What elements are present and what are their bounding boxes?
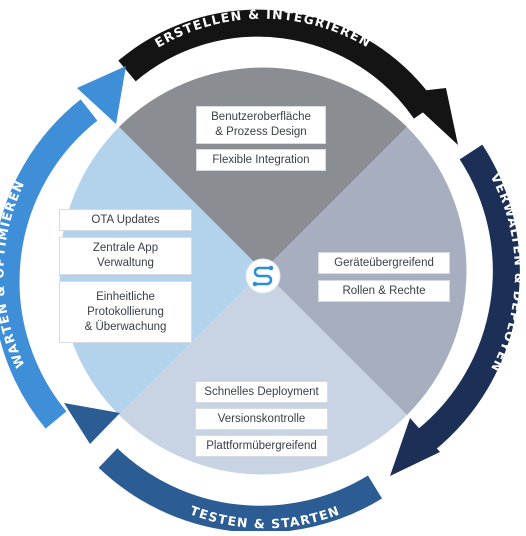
quadrant-left-item-2: Zentrale App Verwaltung: [59, 237, 192, 275]
quadrant-left-item-1: OTA Updates: [59, 209, 192, 231]
ring-arrowhead-bottom: [64, 403, 120, 444]
ring-arc-bottom: [98, 448, 383, 533]
ring-arc-left: [0, 99, 98, 429]
logo-s-icon: [245, 258, 281, 294]
ring-arrowhead-right: [390, 418, 440, 476]
quadrant-right-item-2: Rollen & Rechte: [318, 280, 450, 302]
quadrant-top-item-2: Flexible Integration: [196, 149, 326, 171]
ring-arc-top: [118, 9, 437, 119]
quadrant-bottom: [119, 271, 407, 475]
quadrant-bottom-item-2: Versionskontrolle: [195, 408, 328, 430]
ring-arrowhead-left: [77, 66, 126, 124]
ring-arc-right: [417, 144, 520, 451]
quadrant-right-item-1: Geräteübergreifend: [318, 252, 450, 274]
quadrant-bottom-item-3: Plattformübergreifend: [195, 435, 328, 457]
quadrant-bottom-item-1: Schnelles Deployment: [195, 381, 328, 403]
quadrant-left-item-3: Einheitliche Protokollierung & Überwachu…: [59, 281, 192, 343]
ring-arrowhead-top: [402, 88, 458, 145]
quadrant-top-item-1: Benutzeroberfläche & Prozess Design: [196, 106, 326, 144]
